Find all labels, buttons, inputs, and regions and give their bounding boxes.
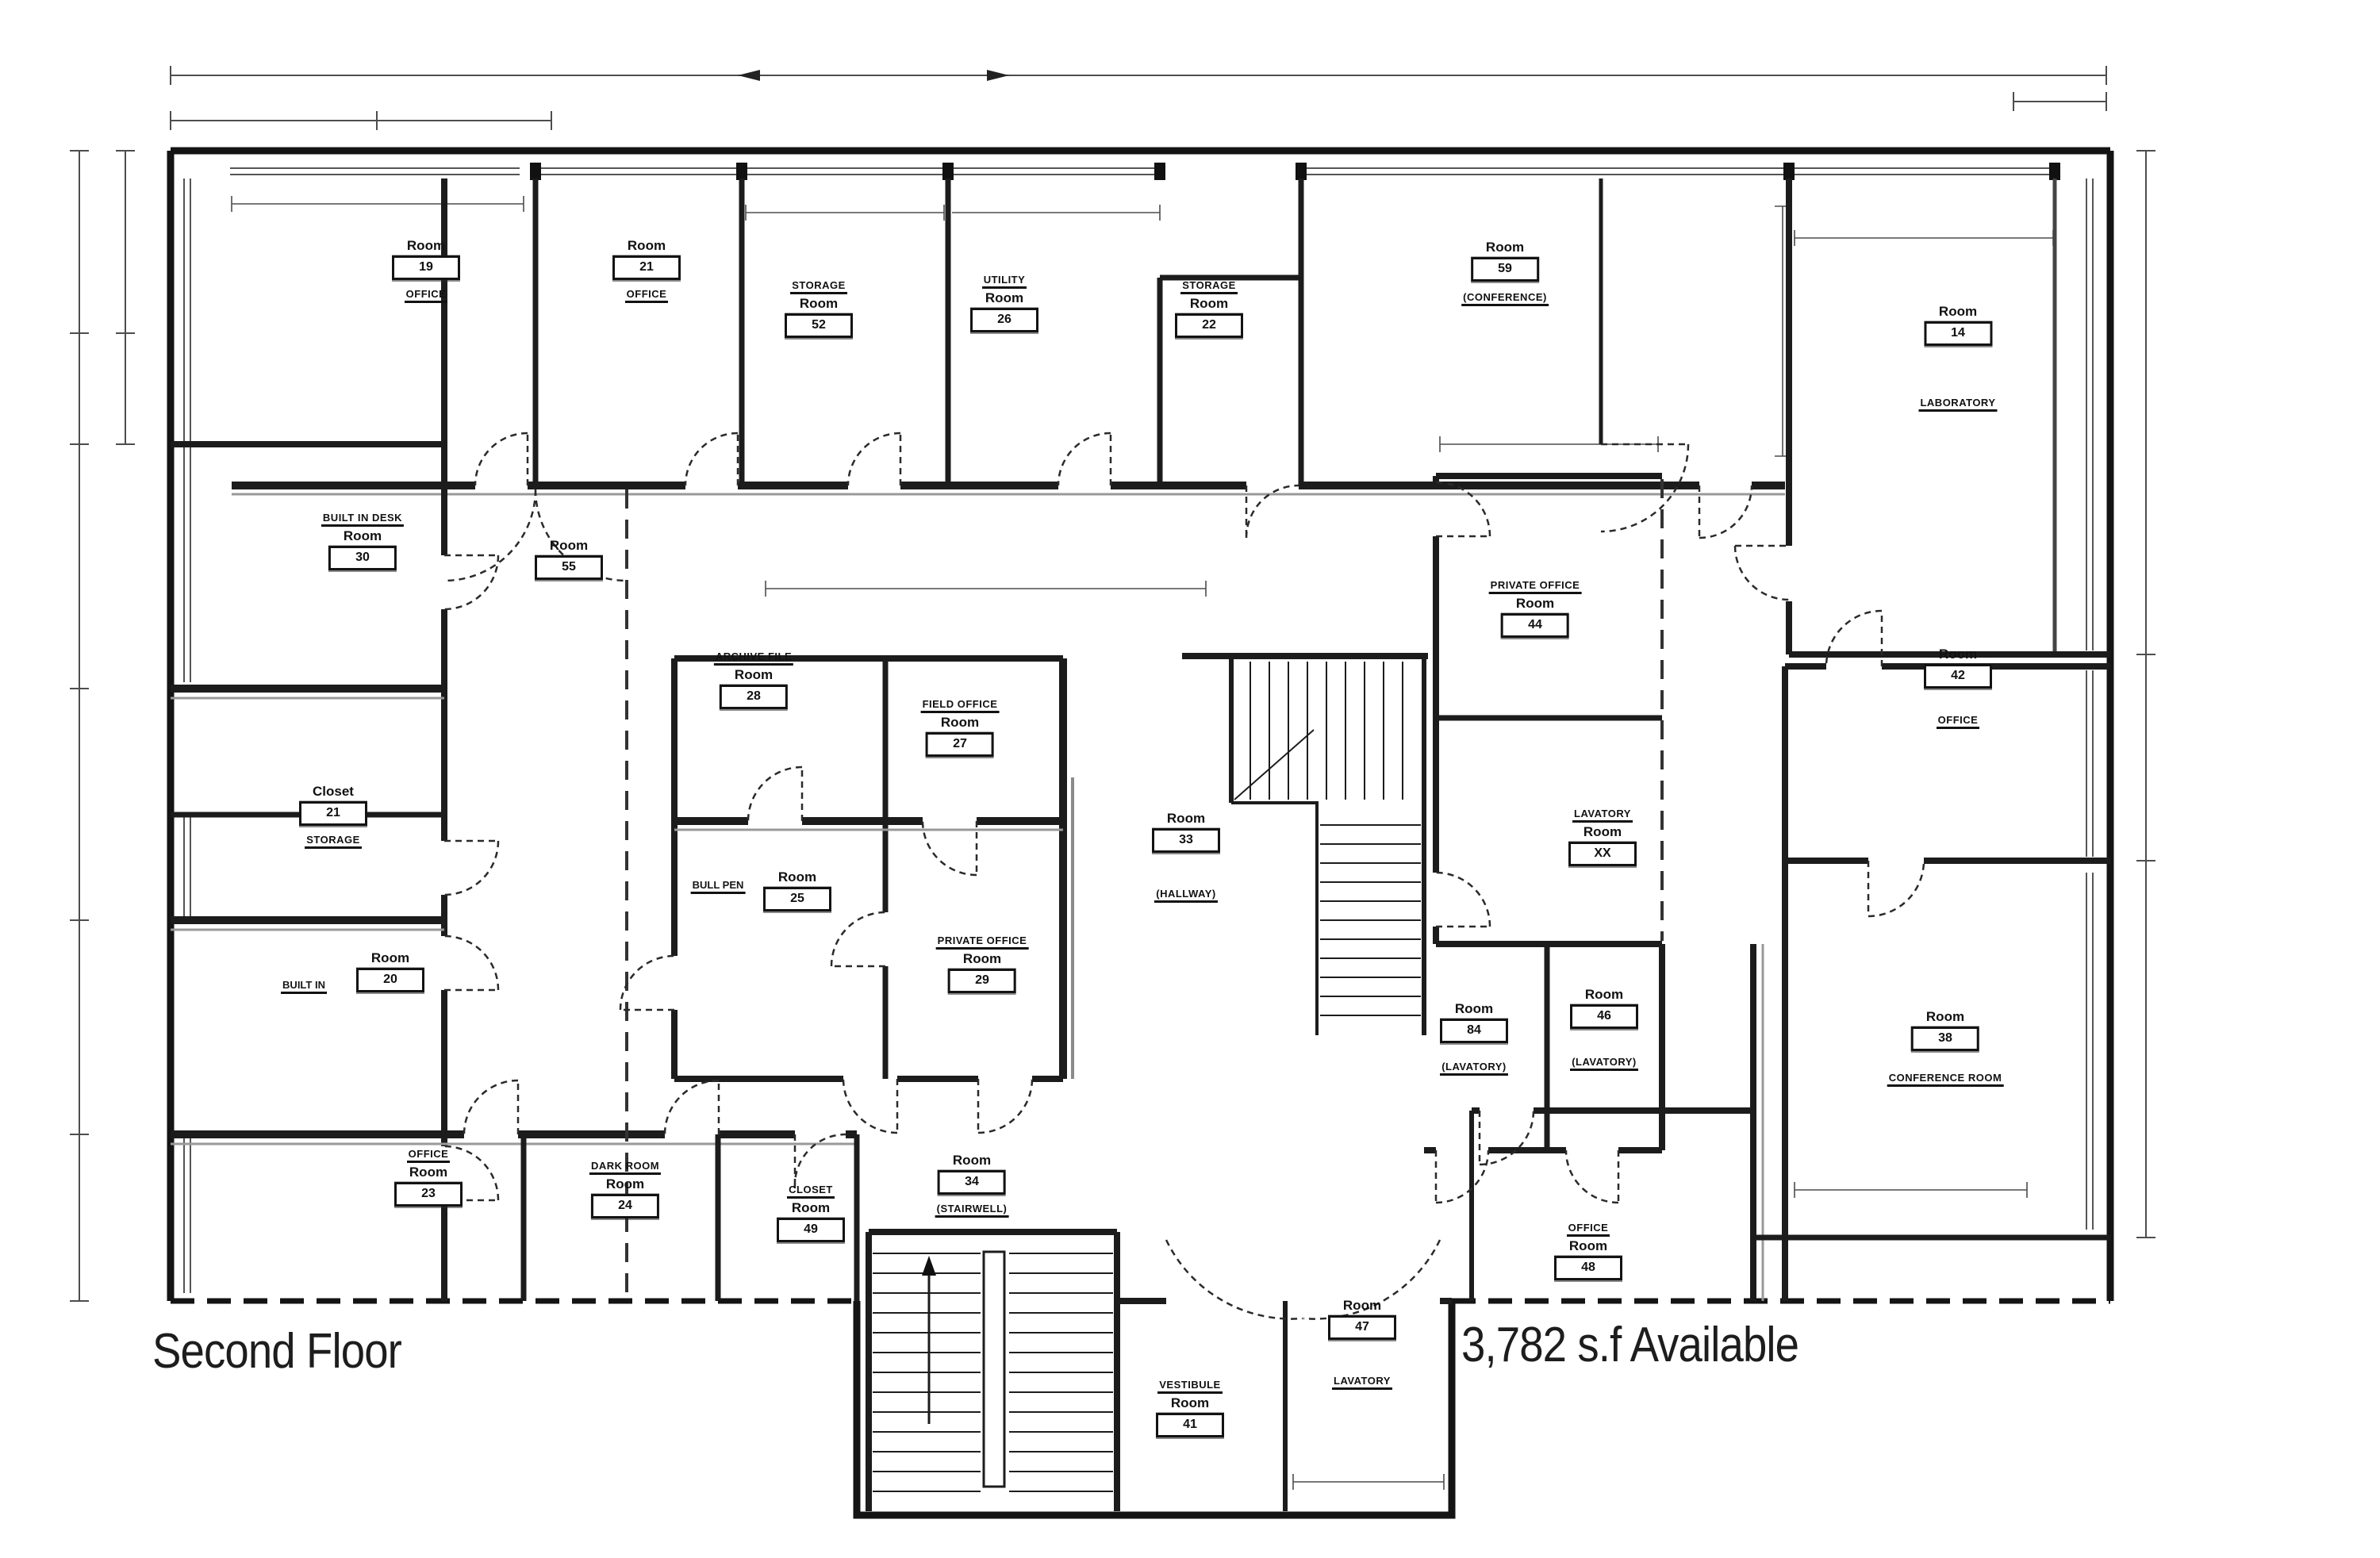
stairs [866, 653, 1428, 1511]
dimension-lines [70, 66, 2155, 1490]
window-lines [183, 163, 2094, 1293]
availability-text: 3,782 s.f Available [1461, 1318, 1799, 1372]
exterior-walls [167, 147, 2114, 1519]
interior-walls [171, 178, 2110, 1511]
floor-title: Second Floor [152, 1324, 402, 1379]
window-mullion-blocks [530, 163, 2060, 180]
door-swings [443, 432, 1925, 1320]
lease-lines [625, 479, 1664, 1299]
